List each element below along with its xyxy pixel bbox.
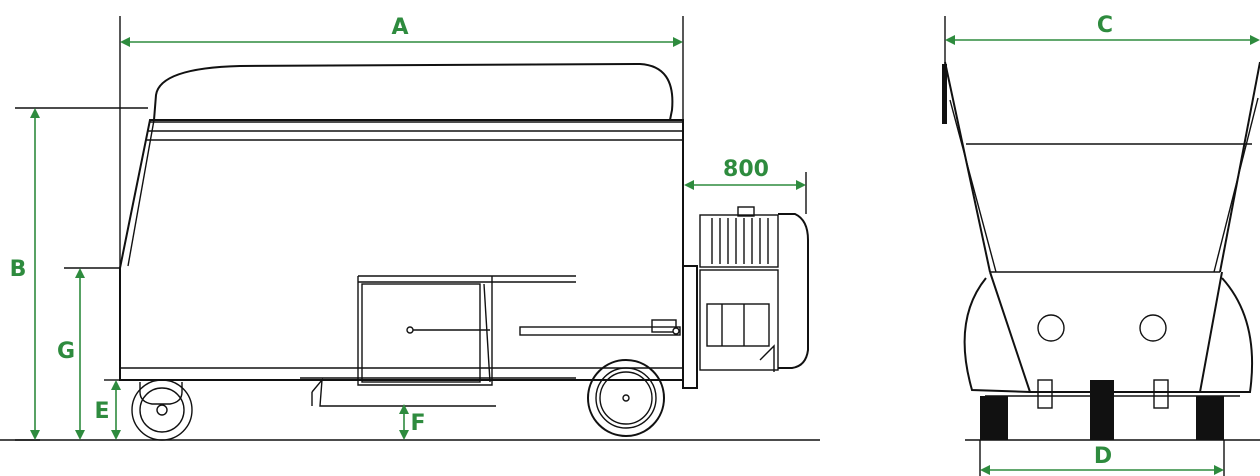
dim-f-arrow-bottom (399, 430, 409, 440)
main-wheel-rim (595, 367, 657, 429)
motor-terminal-box (737, 206, 755, 217)
label-800: 800 (723, 157, 769, 182)
hopper-front-face (127, 119, 155, 267)
front-tire-right (1196, 396, 1224, 440)
main-wheel-rim-inner (599, 371, 653, 425)
front-hopper-right-inner (1213, 97, 1259, 273)
cylinder-end (651, 319, 677, 333)
dim-a-arrow-right (673, 37, 683, 47)
caster-wheel-inner (139, 387, 185, 433)
rod-pin-1 (406, 326, 414, 334)
front-tire-left (980, 396, 1008, 440)
motor-body (699, 214, 779, 268)
front-lower-body (989, 271, 1223, 393)
door-skid (311, 377, 496, 407)
front-view (942, 61, 1260, 440)
dim-e-arrow-bottom (111, 430, 121, 440)
dimension-labels: A B G E F 800 C D (10, 13, 1113, 469)
caster-wheel (131, 379, 193, 441)
front-bracket-right (1153, 379, 1169, 409)
front-hopper-lip (942, 64, 947, 124)
gearbox (699, 269, 779, 371)
label-f: F (410, 411, 425, 436)
hopper-body (119, 119, 684, 381)
motor-fan-cover (778, 213, 809, 369)
drive-mount-plate (682, 265, 698, 389)
dim-d-arrow-right (1214, 465, 1224, 475)
main-wheel (587, 359, 665, 437)
door-panel (361, 283, 481, 383)
hydraulic-cylinder (519, 326, 681, 336)
front-right-fender (1200, 277, 1253, 393)
label-c: C (1097, 13, 1113, 38)
label-e: E (94, 399, 109, 424)
discharge-door (357, 276, 493, 386)
rod-pin-2 (672, 327, 680, 335)
label-d: D (1094, 444, 1112, 469)
dim-b-arrow-bottom (30, 430, 40, 440)
main-wheel-hub (622, 394, 630, 402)
hopper-lid (153, 62, 674, 121)
coupling-housing (706, 303, 770, 347)
front-bracket-left (1037, 379, 1053, 409)
label-g: G (57, 339, 75, 364)
dim-800-arrow-right (796, 180, 806, 190)
door-hinge (483, 283, 491, 383)
dim-b-arrow-top (30, 108, 40, 118)
side-view (119, 62, 809, 441)
label-b: B (10, 257, 27, 282)
dim-e-arrow-top (111, 380, 121, 390)
dimension-lines (15, 16, 1260, 476)
dim-c-arrow-left (945, 35, 955, 45)
motor-fins (711, 218, 769, 264)
dim-f-arrow-top (399, 404, 409, 414)
dim-a-arrow-left (120, 37, 130, 47)
front-axle-left (1037, 314, 1065, 342)
caster-fork (139, 382, 183, 405)
dim-g-arrow-bottom (75, 430, 85, 440)
motor-bracket (759, 344, 775, 372)
dim-g-arrow-top (75, 268, 85, 278)
front-axle-right (1139, 314, 1167, 342)
front-hopper-left-inner (949, 99, 997, 273)
front-tire-center (1090, 380, 1114, 440)
dim-800-arrow-left (684, 180, 694, 190)
label-a: A (391, 15, 408, 40)
front-left-fender (963, 277, 1031, 393)
caster-hub (156, 404, 168, 416)
dim-d-arrow-left (980, 465, 990, 475)
dim-c-arrow-right (1250, 35, 1260, 45)
